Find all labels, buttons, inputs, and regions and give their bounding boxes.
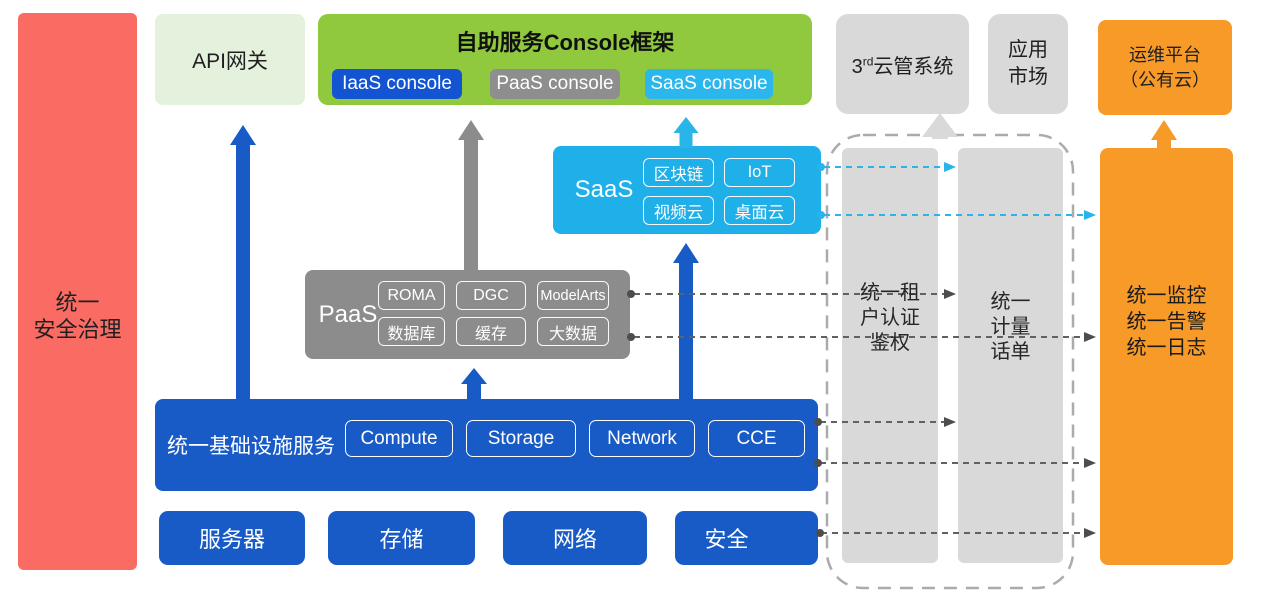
ops-platform-line2: （公有云）: [1120, 69, 1210, 90]
api-gateway-label: API网关: [192, 49, 268, 73]
app-market-line1: 应用: [1008, 39, 1048, 61]
third-party-cloud-label: 3rd云管系统: [852, 50, 954, 79]
paas-label: PaaS: [318, 300, 378, 328]
hardware-server-box: 服务器: [159, 511, 305, 565]
saas-item-blockchain: 区块链: [643, 158, 714, 187]
infra-item-compute: Compute: [345, 420, 453, 457]
infra-item-label: Compute: [360, 427, 438, 449]
infrastructure-label: 统一基础设施服务: [167, 435, 335, 458]
monitor-line2: 统一告警: [1126, 310, 1207, 333]
app-market-box: 应用 市场: [988, 14, 1068, 114]
third-rest: 云管系统: [873, 55, 954, 78]
security-governance-bar: 统一 安全治理: [18, 13, 137, 570]
saas-console-label: SaaS console: [650, 73, 768, 94]
monitor-line3: 统一日志: [1126, 336, 1207, 359]
paas-item-bigdata: 大数据: [537, 317, 609, 346]
hardware-network-label: 网络: [552, 527, 597, 552]
infra-item-label: CCE: [736, 427, 777, 449]
auth-line1: 统一租: [860, 282, 920, 304]
arrow-infra-to-saas: [673, 243, 699, 400]
hardware-storage-box: 存储: [328, 511, 475, 565]
saas-item-iot: IoT: [724, 158, 795, 187]
third-party-cloud-box: 3rd云管系统: [836, 14, 969, 114]
infrastructure-items: Compute Storage Network CCE: [345, 420, 805, 457]
saas-label: SaaS: [574, 176, 634, 203]
monitor-bar: 统一监控 统一告警 统一日志: [1100, 148, 1233, 565]
paas-item-modelarts: ModelArts: [537, 281, 609, 310]
arrowhead-security-1: [1084, 528, 1096, 538]
saas-items: 区块链 IoT 视频云 桌面云: [643, 158, 795, 225]
saas-item-desktopcloud: 桌面云: [724, 196, 795, 225]
console-framework-box: 自助服务Console框架 IaaS console PaaS console …: [318, 14, 812, 105]
third-sup: rd: [862, 53, 874, 68]
paas-box: PaaS ROMA DGC ModelArts 数据库 缓存 大数据: [305, 270, 630, 359]
saas-item-videocloud: 视频云: [643, 196, 714, 225]
api-gateway-box: API网关: [155, 14, 305, 105]
paas-item-label: DGC: [473, 286, 509, 304]
arrow-monitor-to-ops: [1151, 120, 1177, 150]
hardware-security-box: 安全: [675, 511, 818, 565]
third-num: 3: [851, 55, 863, 78]
arrowhead-infra-2: [1084, 458, 1096, 468]
infrastructure-box: 统一基础设施服务 Compute Storage Network CCE: [155, 399, 818, 491]
paas-console-label: PaaS console: [496, 73, 614, 94]
hardware-security-label: 安全: [704, 527, 749, 552]
hardware-server-label: 服务器: [198, 527, 265, 552]
metering-bar: 统一 计量 话单: [958, 148, 1063, 563]
infra-item-cce: CCE: [708, 420, 805, 457]
paas-item-label: 缓存: [474, 325, 507, 343]
arrow-paas-to-console: [458, 120, 484, 271]
hardware-network-box: 网络: [503, 511, 647, 565]
paas-items: ROMA DGC ModelArts 数据库 缓存 大数据: [378, 281, 609, 346]
saas-item-label: 区块链: [653, 165, 704, 184]
arrowhead-saas-1: [944, 162, 956, 172]
metering-line3: 话单: [990, 341, 1031, 363]
saas-item-label: 视频云: [653, 203, 704, 222]
paas-item-label: 大数据: [548, 325, 597, 343]
infra-item-label: Network: [607, 427, 677, 449]
infra-item-label: Storage: [487, 427, 555, 449]
infra-item-storage: Storage: [466, 420, 576, 457]
ops-platform-line1: 运维平台: [1129, 44, 1201, 65]
console-framework-title: 自助服务Console框架: [455, 30, 675, 55]
auth-bar: 统一租 户认证 鉴权: [842, 148, 938, 563]
auth-line2: 户认证: [860, 307, 920, 329]
iaas-console-chip: IaaS console: [332, 69, 462, 99]
arrow-infra-to-api: [230, 125, 256, 400]
paas-console-chip: PaaS console: [490, 69, 620, 99]
ops-platform-box: 运维平台 （公有云）: [1098, 20, 1232, 115]
monitor-line1: 统一监控: [1126, 284, 1207, 307]
hardware-storage-label: 存储: [379, 527, 424, 552]
arrow-saas-to-console: [673, 117, 699, 148]
metering-line2: 计量: [990, 316, 1031, 338]
security-governance-line2: 安全治理: [33, 316, 122, 342]
security-governance-line1: 统一: [55, 289, 100, 315]
arrowhead-saas-2: [1084, 210, 1096, 220]
arrowhead-paas-1: [944, 289, 956, 299]
iaas-console-label: IaaS console: [342, 73, 452, 94]
paas-item-database: 数据库: [378, 317, 445, 346]
paas-item-dgc: DGC: [456, 281, 526, 310]
infra-item-network: Network: [589, 420, 695, 457]
arrowhead-paas-2: [1084, 332, 1096, 342]
arrowhead-infra-1: [944, 417, 956, 427]
auth-line3: 鉴权: [870, 332, 910, 354]
app-market-line2: 市场: [1008, 66, 1048, 88]
saas-console-chip: SaaS console: [645, 69, 773, 99]
paas-item-cache: 缓存: [456, 317, 526, 346]
metering-line1: 统一: [990, 291, 1031, 313]
paas-item-label: ModelArts: [540, 287, 606, 304]
paas-item-label: ROMA: [387, 286, 436, 304]
saas-item-label: IoT: [747, 163, 772, 181]
arrow-group-to-thirdcloud: [922, 113, 958, 139]
saas-box: SaaS 区块链 IoT 视频云 桌面云: [553, 146, 821, 234]
paas-item-roma: ROMA: [378, 281, 445, 310]
paas-item-label: 数据库: [387, 325, 436, 343]
saas-item-label: 桌面云: [734, 203, 785, 222]
arrow-infra-to-paas: [461, 368, 487, 400]
